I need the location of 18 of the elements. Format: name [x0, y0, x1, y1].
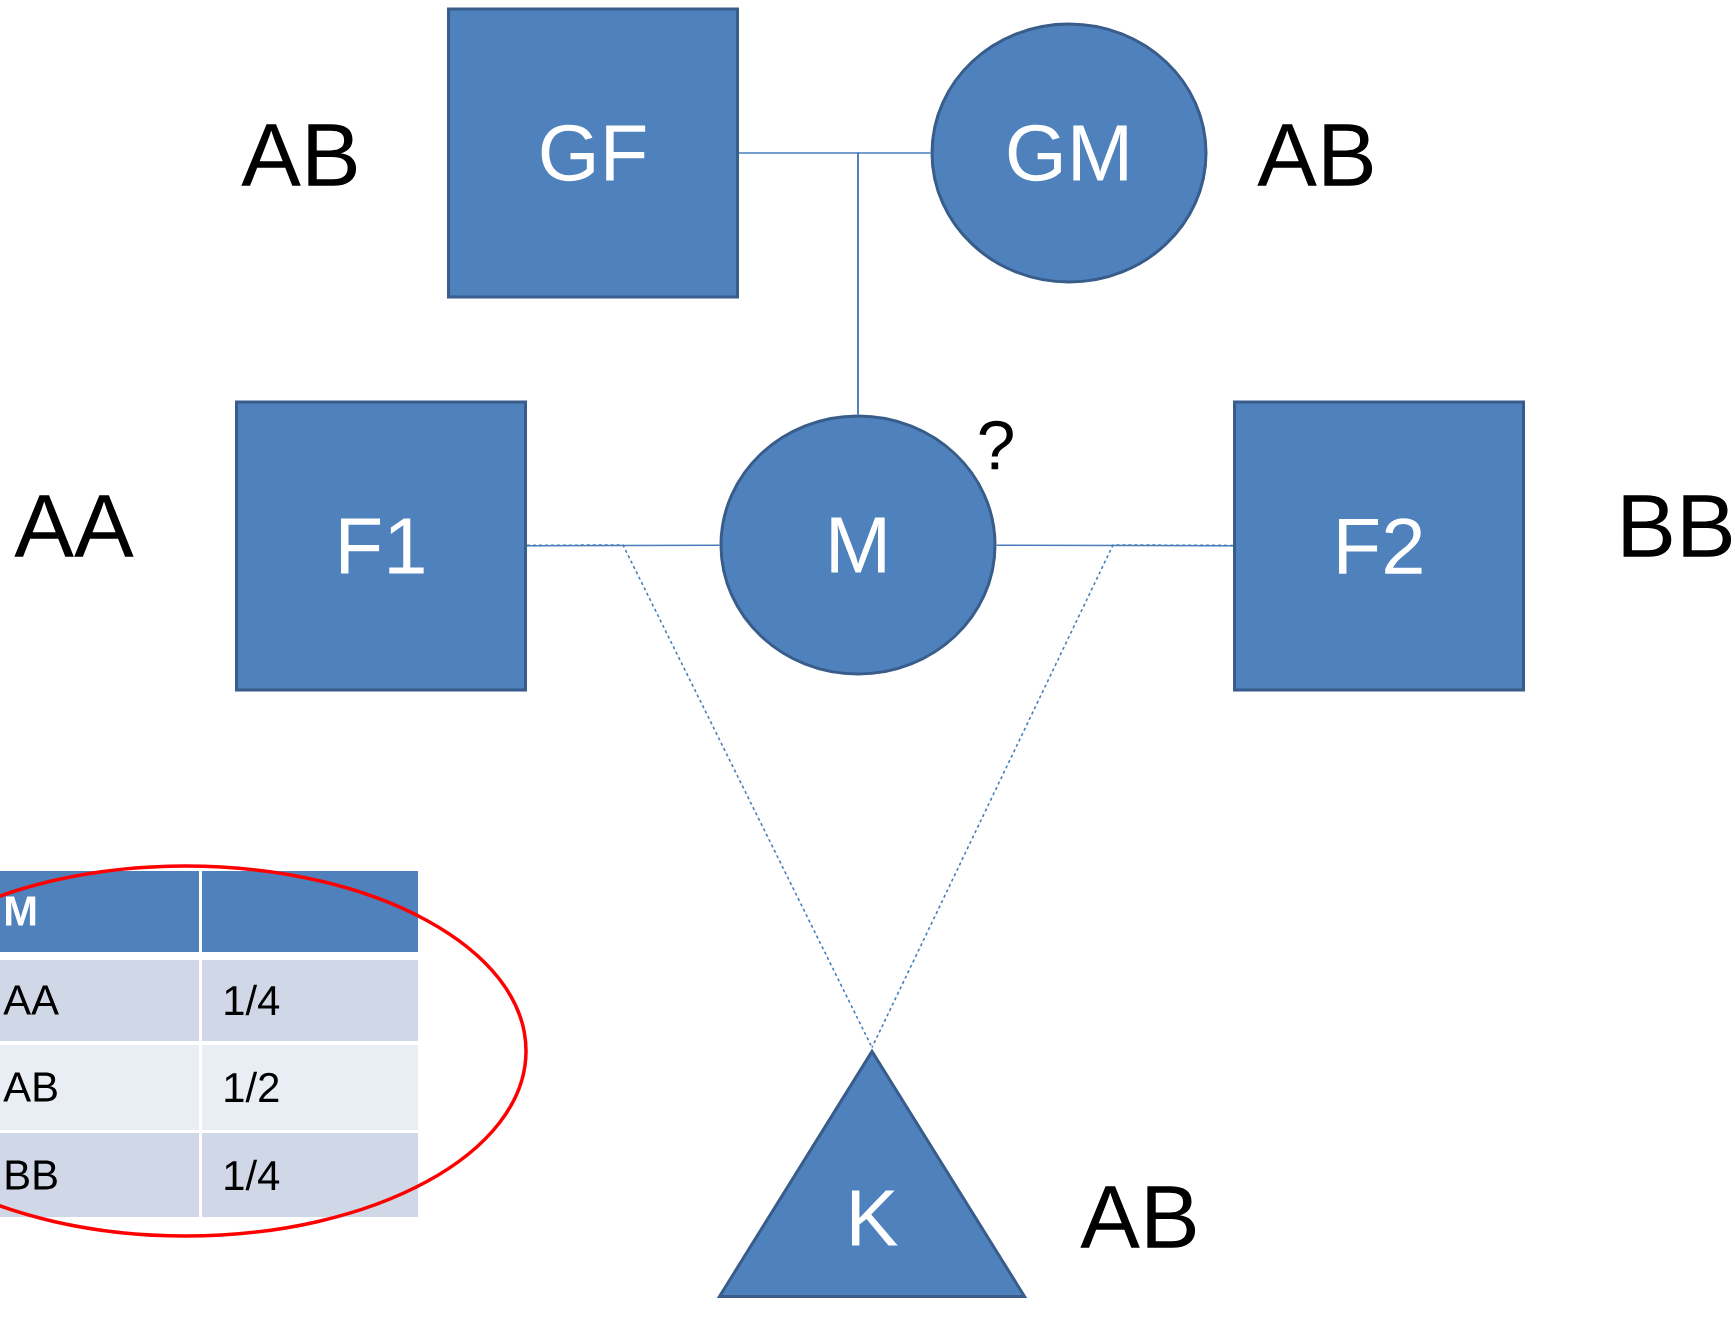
genotype-label: BB [1623, 495, 1732, 557]
genotype-label: AB [1080, 1186, 1196, 1248]
pedigree-square: F2 [1233, 400, 1525, 692]
connector-line [526, 544, 721, 547]
table-cell: 1/4 [202, 960, 418, 1041]
table-cell: 1/2 [202, 1045, 418, 1130]
connector-line [857, 152, 932, 416]
genotype-label: AB [1257, 124, 1373, 186]
pedigree-square: F1 [235, 400, 527, 692]
table-cell: BB [0, 1133, 199, 1217]
table-cell: 1/4 [202, 1133, 418, 1217]
genotype-label: AA [14, 495, 134, 557]
pedigree-square: GF [447, 7, 739, 299]
connector-line [995, 544, 1234, 547]
genotype-label: AB [241, 124, 357, 186]
table-cell: AB [0, 1045, 199, 1130]
table-cell: AA [0, 960, 199, 1041]
header-cell: M [0, 871, 199, 952]
